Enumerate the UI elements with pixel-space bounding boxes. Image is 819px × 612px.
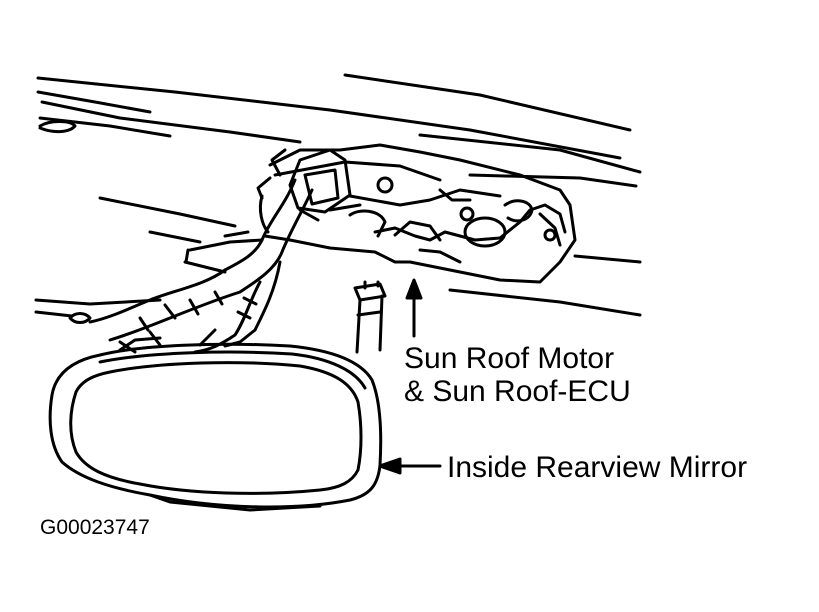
roof-structure-lines (34, 73, 642, 318)
sunroof-label-line1: Sun Roof Motor (404, 342, 615, 375)
rearview-mirror (48, 328, 383, 512)
mirror-leader-arrowhead (378, 457, 402, 475)
mirror-mount-post (353, 280, 387, 354)
leader-lines (378, 278, 442, 475)
wiring-harness (68, 148, 314, 354)
sunroof-leader-arrowhead (405, 278, 423, 300)
sunroof-motor-ecu-assembly (263, 143, 577, 284)
rearview-mirror-label: Inside Rearview Mirror (447, 451, 748, 484)
sunroof-motor-ecu-label: Sun Roof Motor & Sun Roof-ECU (404, 344, 631, 407)
sunroof-label-line2: & Sun Roof-ECU (404, 375, 631, 408)
figure-id: G00023747 (40, 516, 150, 539)
